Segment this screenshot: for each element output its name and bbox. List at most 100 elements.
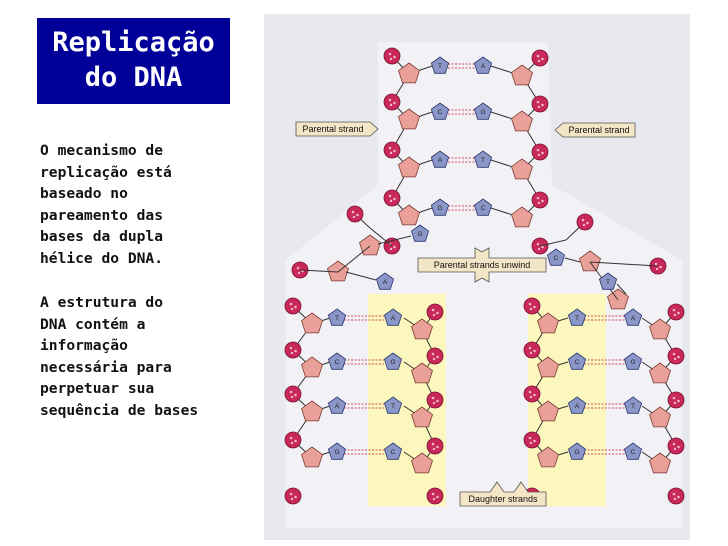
phosphate-dot: [388, 52, 392, 56]
parental-strands-unwind-arrow: [417, 247, 547, 283]
phosphate-dot: [533, 393, 536, 397]
phosphate-dot: [672, 442, 676, 446]
title-line-2: do DNA: [84, 62, 183, 93]
nucleotide-base: [598, 272, 618, 290]
phosphate: [531, 143, 549, 161]
nucleotide-base: [327, 396, 347, 414]
phosphate: [667, 347, 685, 365]
phosphate-dot: [528, 302, 532, 306]
phosphate-dot: [297, 271, 301, 275]
nucleotide-base: [430, 198, 450, 216]
phosphate-dot: [289, 346, 293, 350]
base-letter: G: [437, 205, 442, 212]
phosphate: [346, 205, 364, 223]
phosphate: [426, 391, 444, 409]
phosphate-dot: [581, 218, 585, 222]
deoxyribose-sugar: [537, 312, 559, 334]
backbone-bond: [337, 245, 371, 273]
nucleotide-base: [473, 198, 493, 216]
paragraph-line: necessária para: [40, 358, 172, 376]
phosphate-dot: [393, 197, 396, 201]
phosphate: [426, 487, 444, 505]
nucleotide-base: [410, 224, 430, 242]
base-letter: C: [335, 359, 340, 366]
base-link: [377, 235, 412, 245]
phosphate-dot: [655, 267, 659, 271]
phosphate: [667, 437, 685, 455]
deoxyribose-sugar: [511, 158, 533, 180]
phosphate-dot: [389, 151, 393, 155]
backbone-bond: [539, 239, 567, 247]
deoxyribose-sugar: [511, 110, 533, 132]
base-letter: G: [334, 449, 339, 456]
phosphate-dot: [673, 313, 677, 317]
base-letter: C: [631, 449, 636, 456]
phosphate-dot: [294, 393, 297, 397]
nucleotide-base: [383, 308, 403, 326]
nucleotide-base: [623, 308, 643, 326]
phosphate-dot: [528, 390, 532, 394]
phosphate-dot: [432, 357, 436, 361]
phosphate-dot: [529, 307, 533, 311]
phosphate-dot: [673, 401, 677, 405]
phosphate-dot: [351, 210, 355, 214]
slide-title: Replicação do DNA: [37, 18, 230, 104]
phosphate-dot: [672, 352, 676, 356]
phosphate: [531, 49, 549, 67]
phosphate-dot: [432, 497, 436, 501]
phosphate-dot: [677, 495, 680, 499]
phosphate-dot: [389, 103, 393, 107]
phosphate-dot: [537, 105, 541, 109]
phosphate-dot: [388, 146, 392, 150]
nucleotide-base: [567, 396, 587, 414]
base-letter: T: [575, 315, 579, 322]
phosphate-dot: [541, 151, 544, 155]
phosphate-dot: [294, 439, 297, 443]
phosphate-dot: [677, 399, 680, 403]
base-letter: A: [481, 63, 486, 70]
phosphate-dot: [672, 396, 676, 400]
phosphate-dot: [541, 199, 544, 203]
phosphate: [284, 341, 302, 359]
base-letter: A: [438, 157, 443, 164]
base-letter: T: [606, 279, 610, 286]
nucleotide-base: [567, 442, 587, 460]
deoxyribose-sugar: [579, 250, 601, 272]
paragraph-line: pareamento das: [40, 206, 164, 224]
base-letter: T: [481, 157, 485, 164]
phosphate-dot: [432, 313, 436, 317]
paragraph-mechanism: O mecanismo de replicação está baseado n…: [40, 140, 240, 269]
phosphate: [523, 297, 541, 315]
phosphate-dot: [290, 395, 294, 399]
phosphate-dot: [537, 59, 541, 63]
phosphate-dot: [393, 149, 396, 153]
phosphate-dot: [673, 357, 677, 361]
phosphate-dot: [289, 436, 293, 440]
parental-strand-left-arrow: [295, 121, 379, 137]
phosphate-dot: [393, 245, 396, 249]
phosphate: [284, 297, 302, 315]
title-line-1: Replicação: [52, 27, 215, 58]
base-link: [616, 283, 627, 295]
phosphate-dot: [432, 447, 436, 451]
phosphate-dot: [541, 57, 544, 61]
phosphate-dot: [677, 311, 680, 315]
backbone-bond: [369, 227, 393, 247]
deoxyribose-sugar: [301, 446, 323, 468]
phosphate-dot: [654, 262, 658, 266]
parental-strand-left-text: Parental strand: [302, 124, 363, 134]
daughter-strands-text: Daughter strands: [468, 494, 538, 504]
deoxyribose-sugar: [398, 156, 420, 178]
phosphate-dot: [388, 98, 392, 102]
phosphate-dot: [537, 153, 541, 157]
phosphate-dot: [677, 445, 680, 449]
base-letter: C: [438, 109, 443, 116]
base-letter: G: [480, 109, 485, 116]
phosphate: [426, 347, 444, 365]
nucleotide-base: [327, 442, 347, 460]
base-letter: C: [391, 449, 396, 456]
deoxyribose-sugar: [411, 318, 433, 340]
phosphate-dot: [356, 213, 359, 217]
parental-strand-right-text: Parental strand: [568, 125, 629, 135]
